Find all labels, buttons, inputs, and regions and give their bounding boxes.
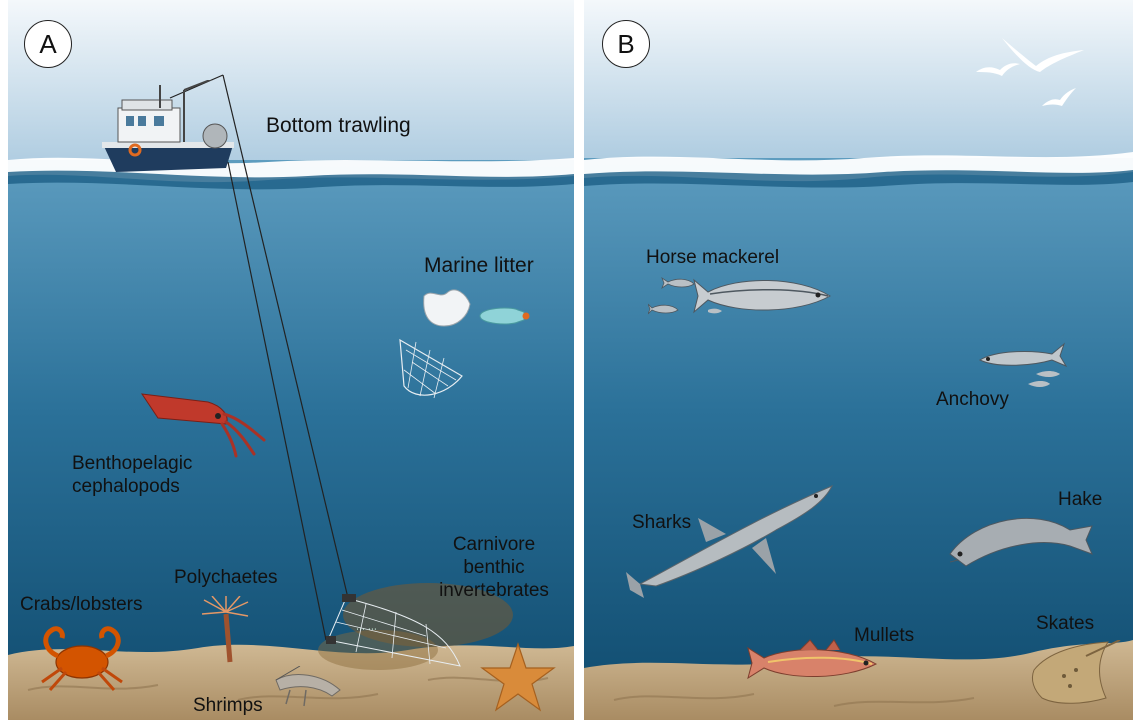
plastic-bottle-icon [476,304,530,328]
panel-a: A Bottom trawling Marine litter [8,0,574,720]
seagull-icon [972,30,1096,114]
carnivore-line-1: Carnivore [428,533,560,556]
carnivore-line-2: benthic [428,556,560,579]
crabs-lobsters-label: Crabs/lobsters [20,593,143,616]
boat-icon [98,80,238,180]
skates-label: Skates [1036,612,1094,635]
starfish-icon [478,642,558,712]
cephalopods-label: Benthopelagic cephalopods [72,452,192,498]
marine-litter-label: Marine litter [424,254,534,277]
shrimp-icon [270,666,350,710]
cephalopods-line-1: Benthopelagic [72,452,192,475]
polychaetes-label: Polychaetes [174,566,278,589]
trawl-net-icon: ⋯ ⋯ [326,592,466,672]
svg-text:⋯ ⋯: ⋯ ⋯ [356,625,377,635]
anchovy-label: Anchovy [936,388,1009,411]
panel-a-letter: A [24,20,72,68]
hake-icon [946,508,1096,574]
bottom-trawling-label: Bottom trawling [266,114,411,137]
shark-icon [626,478,838,602]
polychaete-icon [200,596,250,666]
anchovy-icon [976,336,1070,392]
horse-mackerel-label: Horse mackerel [646,246,779,269]
crab-icon [32,622,132,692]
squid-icon [138,388,268,458]
skate-icon [1026,640,1122,712]
shrimps-label: Shrimps [193,694,263,717]
cephalopods-line-2: cephalopods [72,475,192,498]
horse-mackerel-icon [648,268,838,324]
mullet-icon [744,634,884,694]
panel-b-letter: B [602,20,650,68]
panel-b: B Horse mackerel Anchovy Sharks [584,0,1133,720]
ghost-net-icon [396,336,466,402]
plastic-bag-icon [418,286,478,330]
